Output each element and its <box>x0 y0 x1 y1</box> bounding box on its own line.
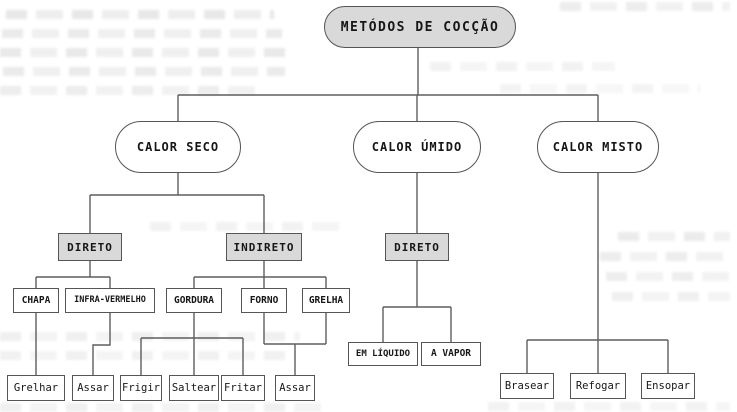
bleed-through-smudge <box>430 62 615 71</box>
bleed-through-smudge <box>488 402 730 411</box>
bleed-through-smudge <box>0 48 290 57</box>
bleed-through-smudge <box>560 2 730 11</box>
node-chapa: CHAPA <box>13 288 59 313</box>
node-direto-seco: DIRETO <box>58 233 122 261</box>
node-gordura: GORDURA <box>166 288 222 313</box>
node-assar-direto: Assar <box>72 375 114 401</box>
bleed-through-smudge <box>2 29 282 38</box>
node-calor-misto: CALOR MISTO <box>537 121 659 173</box>
node-frigir: Frigir <box>120 375 162 401</box>
bleed-through-smudge <box>3 67 285 76</box>
node-calor-umido: CALOR ÚMIDO <box>353 121 481 173</box>
node-forno: FORNO <box>241 288 287 313</box>
node-calor-seco: CALOR SECO <box>115 121 241 173</box>
bleed-through-smudge <box>612 292 730 301</box>
node-assar-indireto: Assar <box>275 375 315 401</box>
node-brasear: Brasear <box>500 373 554 399</box>
node-infra-vermelho: INFRA-VERMELHO <box>65 288 155 313</box>
node-grelhar: Grelhar <box>7 375 65 401</box>
bleed-through-smudge <box>500 84 700 93</box>
bleed-through-smudge <box>606 272 730 281</box>
node-direto-umido: DIRETO <box>385 233 449 261</box>
bleed-through-smudge <box>618 232 730 241</box>
node-saltear: Saltear <box>169 375 219 401</box>
node-fritar: Fritar <box>221 375 265 401</box>
bleed-through-smudge <box>6 10 274 19</box>
bleed-through-smudge <box>600 252 730 261</box>
node-a-vapor: A VAPOR <box>421 342 481 366</box>
bleed-through-smudge <box>0 86 262 95</box>
bleed-through-smudge <box>150 222 340 231</box>
bleed-through-smudge <box>0 332 300 341</box>
node-refogar: Refogar <box>570 373 626 399</box>
bleed-through-smudge <box>0 403 330 412</box>
node-ensopar: Ensopar <box>641 373 695 399</box>
node-em-liquido: EM LÍQUIDO <box>348 342 418 366</box>
node-grelha: GRELHA <box>302 288 350 313</box>
node-metodos-de-coccao: METÓDOS DE COCÇÃO <box>324 6 516 48</box>
bleed-through-smudge <box>0 351 295 360</box>
node-indireto: INDIRETO <box>226 233 302 261</box>
